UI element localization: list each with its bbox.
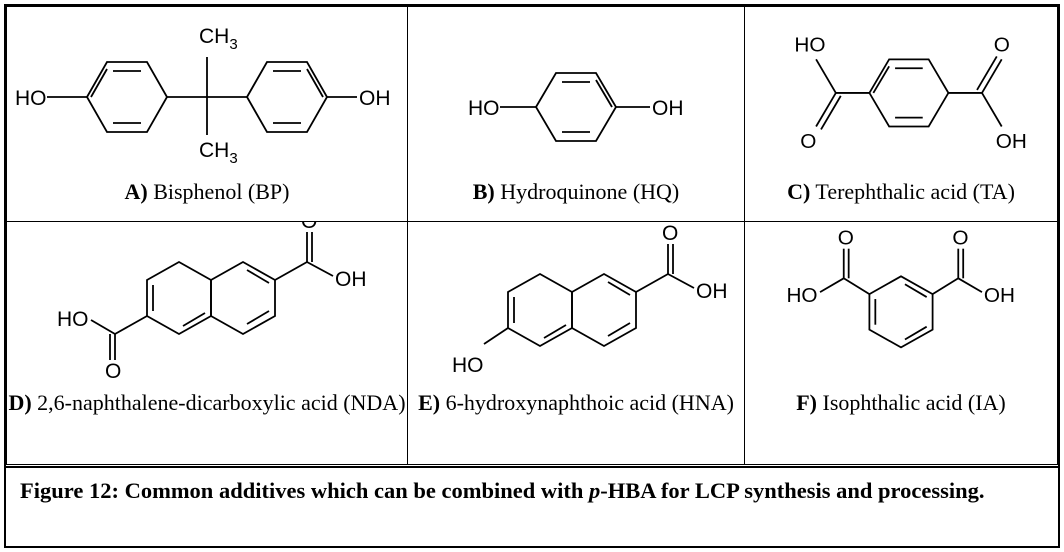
cell-hydroquinone: HO OH B) Hydroquinone (HQ) [407,6,745,222]
atom-label: O [952,227,968,250]
hna-structure: O OH HO [452,222,728,377]
cell-bisphenol: HO CH3 CH3 [6,6,408,222]
structure-caption: B) Hydroquinone (HQ) [472,179,680,204]
cell-isophthalic-acid: O HO O OH F) Isophthalic acid (IA) [744,221,1058,465]
atom-label: OH [996,130,1027,153]
figure-frame: HO CH3 CH3 [4,4,1060,548]
atom-label: O [994,33,1010,56]
atom-label: O [838,227,854,250]
atom-label: O [301,222,317,233]
structure-caption: F) Isophthalic acid (IA) [796,390,1006,415]
atom-label: HO [15,87,47,110]
structure-caption: C) Terephthalic acid (TA) [787,179,1015,204]
atom-label: HO [786,284,817,307]
atom-label: HO [452,354,484,377]
atom-label: CH3 [199,139,238,167]
atom-label: OH [652,97,684,120]
terephthalic-acid-structure: HO O O O [794,33,1027,153]
cell-naphthalene-dicarboxylic-acid: O OH O HO D) 2,6-naphthalene-dicarboxyli… [6,221,408,465]
atom-label: HO [794,33,825,56]
atom-label: OH [984,284,1015,307]
nda-structure: O OH O HO [57,222,367,382]
cell-terephthalic-acid: HO O O O [744,6,1058,222]
atom-label: OH [696,280,728,303]
atom-label: OH [359,87,391,110]
atom-label: OH [335,268,367,291]
atom-label: CH3 [199,25,238,53]
bisphenol-structure: HO CH3 CH3 [15,25,391,167]
hydroquinone-structure: HO OH [468,72,684,142]
structure-caption: E) 6-hydroxynaphthoic acid (HNA) [418,390,734,415]
figure-caption: Figure 12: Common additives which can be… [6,466,1058,548]
structure-caption: D) 2,6-naphthalene-dicarboxylic acid (ND… [8,390,406,415]
atom-label: O [662,222,678,245]
cell-hydroxynaphthoic-acid: O OH HO E) 6-hydroxynaphthoic acid (HNA) [407,221,745,465]
structure-caption: A) Bisphenol (BP) [124,179,290,204]
atom-label: O [800,130,816,153]
structures-table: HO CH3 CH3 [6,6,1058,465]
atom-label: HO [468,97,500,120]
isophthalic-acid-structure: O HO O OH [786,227,1015,349]
atom-label: O [105,360,121,382]
atom-label: HO [57,308,89,331]
